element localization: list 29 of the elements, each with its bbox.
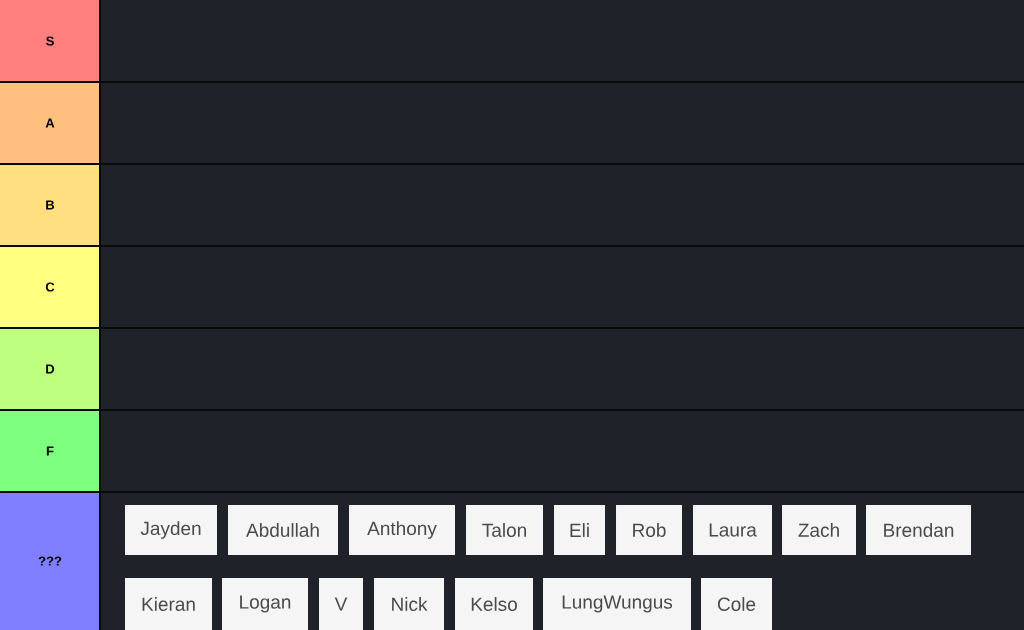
name-tile: Rob [616,505,682,555]
name-tile: V [319,578,363,630]
tier-label: C [0,246,100,328]
name-tile: Nick [374,578,444,630]
tier-label: S [0,0,100,82]
name-tile: Abdullah [228,505,338,555]
name-tile: Logan [222,578,308,630]
name-tile: Talon [466,505,543,555]
name-tile: Brendan [866,505,971,555]
tier-label: D [0,328,100,410]
tier-row [100,82,1024,164]
name-tile: Kelso [455,578,533,630]
tier-row [100,164,1024,246]
tier-row [100,328,1024,410]
name-tile: LungWungus [543,578,691,630]
name-tile: Anthony [349,505,455,555]
name-tile: Jayden [125,505,217,555]
tier-row [100,246,1024,328]
name-tile: Eli [554,505,605,555]
name-tile: Laura [693,505,772,555]
tier-label: A [0,82,100,164]
tier-label: F [0,410,100,492]
tier-row [100,0,1024,82]
tier-label: B [0,164,100,246]
tier-label: ??? [0,492,100,630]
name-tile: Kieran [125,578,212,630]
name-tile: Zach [782,505,856,555]
name-tile: Cole [701,578,772,630]
tier-row [100,410,1024,492]
